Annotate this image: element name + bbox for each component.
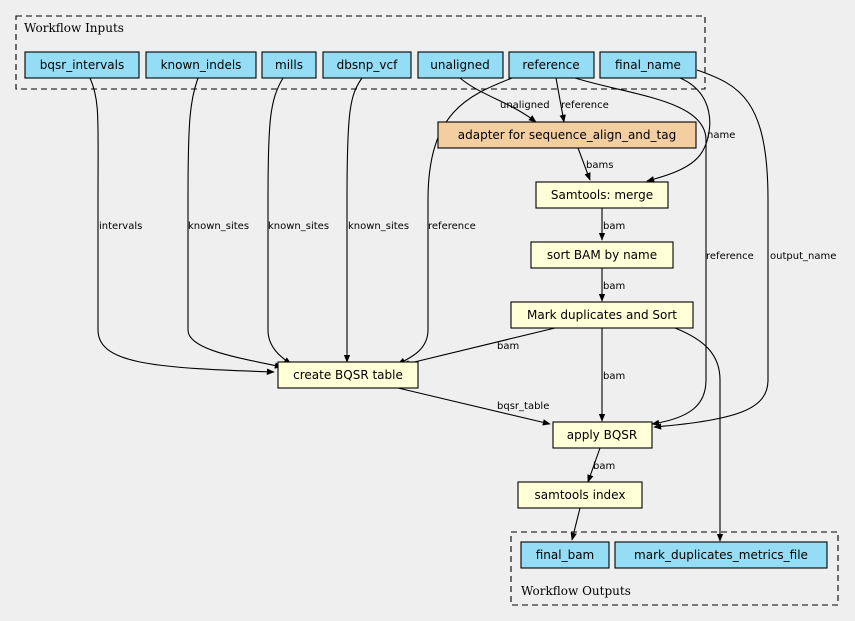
input-label: reference bbox=[522, 58, 579, 72]
edge-label-bam: bam bbox=[593, 461, 615, 472]
edge-table-apply bbox=[397, 387, 551, 426]
edge-label-unaligned: unaligned bbox=[500, 100, 550, 111]
edge-apply-index bbox=[587, 447, 601, 483]
edge-label-bam: bam bbox=[603, 221, 625, 232]
edge-label-known-sites: known_sites bbox=[348, 221, 409, 232]
edge-label-bams: bams bbox=[586, 160, 613, 171]
workflow-outputs-label: Workflow Outputs bbox=[521, 584, 631, 598]
edge-unaligned bbox=[459, 77, 537, 123]
output-node-final-bam[interactable]: final_bam bbox=[520, 541, 610, 569]
edge-reference-adapter bbox=[555, 77, 566, 123]
input-label: final_name bbox=[615, 58, 681, 72]
input-node-final-name[interactable]: final_name bbox=[599, 51, 697, 79]
step-label: samtools index bbox=[535, 488, 626, 502]
edge-label-bqsr-table: bqsr_table bbox=[497, 401, 549, 412]
step-nodes: adapter for sequence_align_and_tag Samto… bbox=[277, 121, 697, 509]
input-node-bqsr-intervals[interactable]: bqsr_intervals bbox=[24, 51, 140, 79]
edge-reference-apply bbox=[574, 77, 707, 427]
step-label: apply BQSR bbox=[567, 428, 637, 442]
input-node-mills[interactable]: mills bbox=[261, 51, 317, 79]
step-node-samtools-index[interactable]: samtools index bbox=[517, 481, 643, 509]
output-label: mark_duplicates_metrics_file bbox=[634, 548, 808, 562]
input-node-dbsnp-vcf[interactable]: dbsnp_vcf bbox=[322, 51, 412, 79]
edge-label-output-name: output_name bbox=[770, 251, 836, 262]
edge-bams bbox=[577, 147, 591, 181]
step-node-mark-duplicates[interactable]: Mark duplicates and Sort bbox=[510, 301, 694, 329]
edge-label-bam: bam bbox=[603, 371, 625, 382]
edges bbox=[89, 69, 769, 542]
input-label: bqsr_intervals bbox=[40, 58, 124, 72]
edge-index-finalbam bbox=[570, 507, 581, 541]
step-node-adapter[interactable]: adapter for sequence_align_and_tag bbox=[437, 121, 697, 149]
edge-labels: intervals known_sites known_sites known_… bbox=[99, 100, 836, 472]
output-node-mark-duplicates-metrics[interactable]: mark_duplicates_metrics_file bbox=[614, 541, 828, 569]
edge-label-bam: bam bbox=[603, 281, 625, 292]
edge-name bbox=[646, 77, 711, 183]
step-label: create BQSR table bbox=[293, 368, 403, 382]
edge-label-known-sites: known_sites bbox=[188, 221, 249, 232]
workflow-outputs-cluster: Workflow Outputs bbox=[510, 531, 839, 606]
edge-markdup-metrics bbox=[674, 327, 724, 542]
workflow-inputs-cluster: Workflow Inputs bbox=[15, 15, 706, 90]
edge-label-reference: reference bbox=[561, 100, 609, 111]
edge-markdup-table bbox=[401, 327, 556, 367]
input-label: mills bbox=[275, 58, 303, 72]
input-node-unaligned[interactable]: unaligned bbox=[417, 51, 504, 79]
edge-label-bam: bam bbox=[497, 341, 519, 352]
edge-intervals bbox=[89, 77, 275, 375]
edge-label-reference: reference bbox=[706, 251, 754, 262]
output-label: final_bam bbox=[536, 548, 595, 562]
step-label: sort BAM by name bbox=[547, 248, 657, 262]
edge-label-name: name bbox=[707, 130, 735, 141]
input-node-reference[interactable]: reference bbox=[508, 51, 595, 79]
step-label: Mark duplicates and Sort bbox=[527, 308, 677, 322]
step-node-create-bqsr-table[interactable]: create BQSR table bbox=[277, 361, 419, 389]
step-label: adapter for sequence_align_and_tag bbox=[458, 128, 676, 142]
workflow-inputs-label: Workflow Inputs bbox=[24, 21, 124, 35]
step-node-sort-bam[interactable]: sort BAM by name bbox=[530, 241, 674, 269]
step-node-samtools-merge[interactable]: Samtools: merge bbox=[535, 181, 669, 209]
step-label: Samtools: merge bbox=[551, 188, 653, 202]
input-label: dbsnp_vcf bbox=[337, 58, 398, 72]
input-node-known-indels[interactable]: known_indels bbox=[145, 51, 257, 79]
edge-label-known-sites: known_sites bbox=[268, 221, 329, 232]
step-node-apply-bqsr[interactable]: apply BQSR bbox=[552, 421, 653, 449]
edge-mills bbox=[267, 77, 292, 365]
output-nodes: final_bam mark_duplicates_metrics_file bbox=[520, 541, 828, 569]
input-nodes: bqsr_intervals known_indels mills dbsnp_… bbox=[24, 51, 697, 79]
edge-known-indels bbox=[187, 77, 283, 369]
input-label: unaligned bbox=[430, 58, 489, 72]
edge-label-intervals: intervals bbox=[99, 221, 142, 232]
edge-label-reference: reference bbox=[428, 221, 476, 232]
input-label: known_indels bbox=[161, 58, 242, 72]
edge-output-name bbox=[653, 69, 769, 430]
edge-dbsnp bbox=[343, 77, 363, 363]
